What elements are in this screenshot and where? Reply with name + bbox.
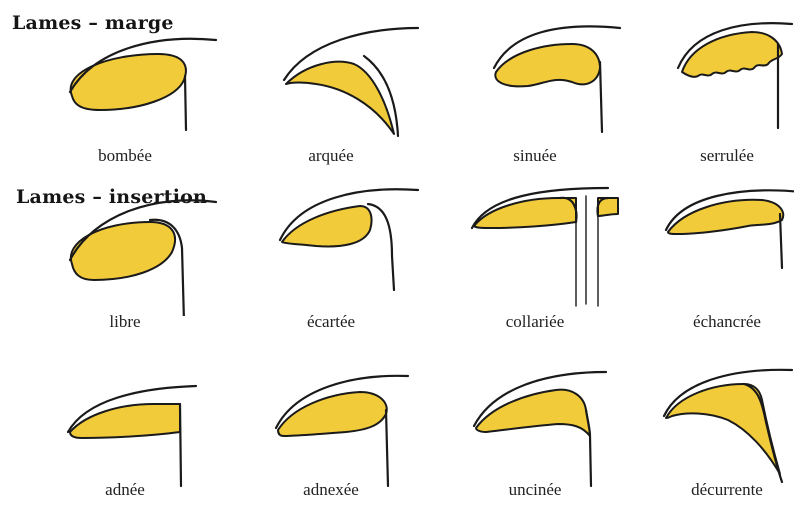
- label-uncinee: uncinée: [440, 480, 630, 500]
- gill-echancree-drawing: [632, 186, 794, 316]
- label-echancree: échancrée: [632, 312, 794, 332]
- label-sinuee: sinuée: [440, 146, 630, 166]
- gill-uncinee: uncinée: [440, 366, 630, 496]
- label-collariee: collariée: [440, 312, 630, 332]
- gill-adnee-drawing: [30, 366, 220, 496]
- label-arquee: arquée: [236, 146, 426, 166]
- gill-serrulee-drawing: [632, 20, 794, 140]
- label-ecartee: écartée: [236, 312, 426, 332]
- gill-adnexee-drawing: [236, 366, 426, 496]
- gill-decurrente: décurrente: [632, 366, 794, 496]
- gill-sinuee-drawing: [440, 20, 630, 140]
- gill-sinuee: sinuée: [440, 20, 630, 140]
- gill-libre: libre: [30, 186, 220, 316]
- gill-ecartee: écartée: [236, 186, 426, 316]
- label-serrulee: serrulée: [632, 146, 794, 166]
- gill-libre-drawing: [30, 186, 220, 316]
- gill-adnexee: adnexée: [236, 366, 426, 496]
- label-adnexee: adnexée: [236, 480, 426, 500]
- gill-echancree: échancrée: [632, 186, 794, 316]
- label-bombee: bombée: [30, 146, 220, 166]
- gill-serrulee: serrulée: [632, 20, 794, 140]
- gill-ecartee-drawing: [236, 186, 426, 316]
- label-libre: libre: [30, 312, 220, 332]
- gill-collariee-drawing: [440, 186, 630, 316]
- label-adnee: adnée: [30, 480, 220, 500]
- gill-arquee: arquée: [236, 20, 426, 140]
- gill-bombee: bombée: [30, 20, 220, 140]
- gill-arquee-drawing: [236, 20, 426, 140]
- gill-decurrente-drawing: [632, 366, 794, 496]
- label-decurrente: décurrente: [632, 480, 794, 500]
- gill-adnee: adnée: [30, 366, 220, 496]
- gill-uncinee-drawing: [440, 366, 630, 496]
- gill-collariee: collariée: [440, 186, 630, 316]
- gill-bombee-drawing: [30, 20, 220, 140]
